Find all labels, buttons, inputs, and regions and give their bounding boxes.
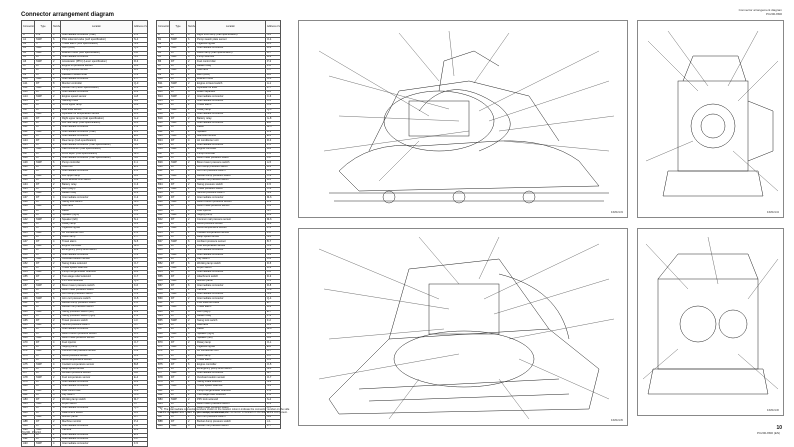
cell-address: F-7 (265, 423, 281, 430)
cell-address: F-5 (132, 441, 148, 447)
col-header-type: Type (169, 20, 187, 34)
engine-diagram-2 (642, 236, 779, 395)
col-header-pins: Number of pins (51, 20, 61, 34)
cell-pins: 6 (186, 423, 196, 430)
diagram-code: 9JM02134 (766, 211, 779, 214)
col-header-type: Type (34, 20, 52, 34)
col-header-address: Address of arrangement (265, 20, 281, 34)
col-header-no: Connector No. (156, 20, 170, 34)
connector-table-2: Connector No. Type Number of pins Locati… (156, 20, 281, 430)
excavator-diagram-2 (318, 236, 615, 420)
diagram-code: 9JM02136 (766, 409, 779, 412)
cell-connector-no: B89 (156, 423, 170, 430)
col-header-location: Location (195, 20, 266, 34)
diagram-panel-upper-left: 9JM02133 (298, 20, 628, 218)
col-header-location: Location (60, 20, 133, 34)
diagram-code: 9JM02135 (610, 419, 623, 422)
col-header-no: Connector No. (21, 20, 35, 34)
diagram-panel-upper-right: 9JM02134 (637, 20, 784, 218)
footer-left: PC200_PC210 (21, 430, 42, 434)
excavator-diagram-1 (318, 30, 615, 204)
diagram-panel-lower-left: 9JM02135 (298, 228, 628, 426)
engine-diagram-1 (645, 30, 779, 197)
connector-table-1: Connector No. Type Number of pins Locati… (21, 20, 148, 447)
cell-location: Intermediate connector (60, 441, 133, 447)
diagram-code: 9JM02133 (610, 211, 623, 214)
footer-right: PC200-8M0 (EN) (756, 431, 780, 435)
page-title: Connector arrangement diagram (21, 12, 115, 18)
page-number: 10 (776, 425, 782, 431)
page-header: Connector arrangement diagram PC200-8M0 (738, 8, 782, 16)
table-footnote: *1: The intermediate connector numbers s… (160, 408, 290, 415)
diagram-panel-lower-right: 9JM02136 (637, 228, 784, 416)
col-header-address: Address of arrangement (132, 20, 148, 34)
col-header-pins: Number of pins (186, 20, 196, 34)
cell-connector-no: A93 (21, 441, 35, 447)
cell-type: SWP (169, 423, 187, 430)
cell-type: SWP (34, 441, 52, 447)
cell-location: Bucket curl pressure switch (195, 423, 266, 430)
cell-pins: 4 (51, 441, 61, 447)
